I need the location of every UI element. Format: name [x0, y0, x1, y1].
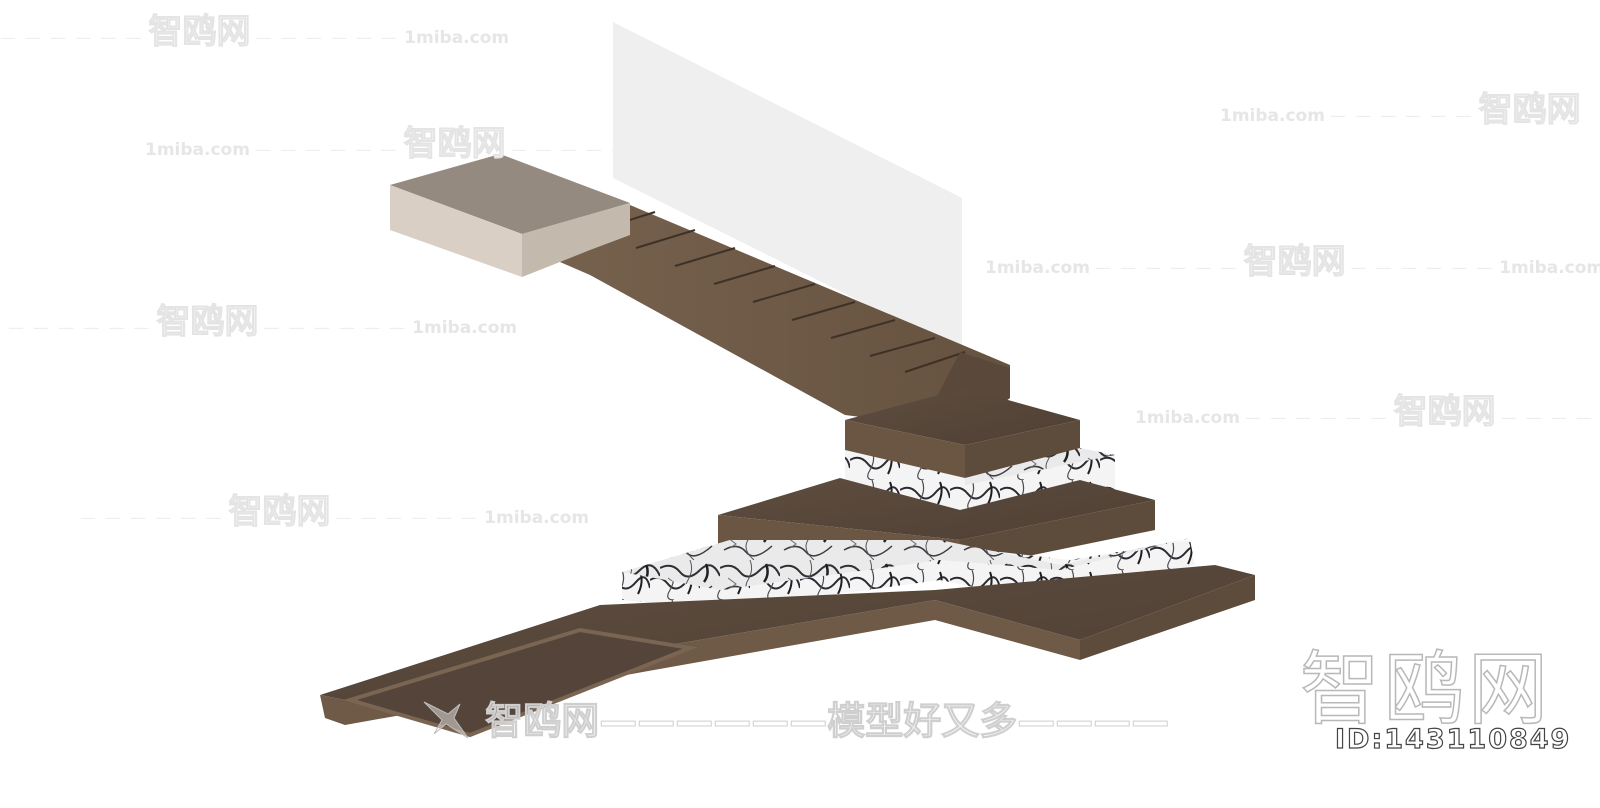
inset-panel — [342, 627, 698, 738]
seagull-logo-icon — [423, 701, 469, 739]
landing-top — [390, 154, 630, 234]
landing-side — [522, 203, 630, 277]
glass-panel — [613, 22, 962, 352]
stair-flight — [560, 205, 1010, 430]
landing-front — [390, 185, 522, 277]
watermark-slogan: 智鸥网——————模型好又多———— — [420, 690, 1170, 745]
brand-logo-large: 智鸥网 — [1299, 642, 1552, 737]
base-platform-top — [320, 565, 1255, 700]
model-id-label: ID:143110849 — [1334, 723, 1572, 755]
